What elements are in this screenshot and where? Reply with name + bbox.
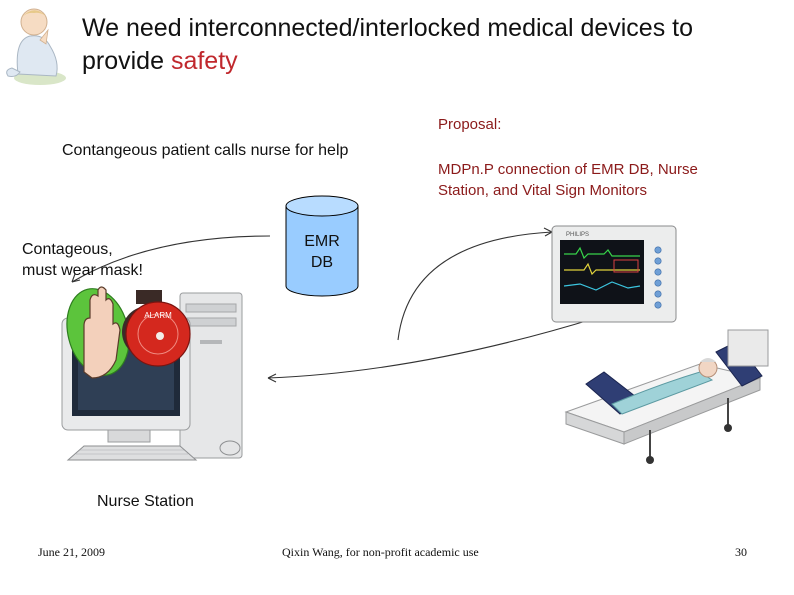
db-label-line-1: EMR	[304, 233, 340, 250]
db-label-line-2: DB	[310, 254, 334, 271]
vital-sign-monitor-icon: PHILIPS	[551, 225, 677, 323]
nurse-station-label: Nurse Station	[97, 493, 194, 510]
title-line-2-prefix: provide	[82, 47, 171, 75]
warning-label-line-1: Contageous,	[22, 241, 113, 258]
praying-child-icon	[6, 8, 66, 85]
warning-label-line-2: must wear mask!	[22, 262, 143, 279]
footer-page-number: 30	[735, 545, 747, 559]
patient-call-label: Contangeous patient calls nurse for help	[62, 142, 349, 159]
alarm-bell-icon: ALARM	[122, 290, 191, 367]
footer-date: June 21, 2009	[38, 545, 105, 559]
monitor-brand: PHILIPS	[566, 232, 589, 238]
slide-title: We need interconnected/interlocked medic…	[82, 12, 782, 78]
title-highlight: safety	[170, 47, 238, 75]
footer-author: Qixin Wang, for non-profit academic use	[282, 545, 479, 559]
proposal-text: MDPn.P connection of EMR DB, Nurse Stati…	[438, 161, 698, 199]
database-icon	[285, 195, 359, 297]
proposal-label: Proposal:	[438, 116, 502, 133]
alarm-label: ALARM	[144, 311, 172, 320]
patient-bed-icon	[564, 329, 769, 464]
title-line-1: We need interconnected/interlocked medic…	[82, 14, 693, 42]
stop-hand-icon	[66, 286, 130, 379]
connection-arrows	[71, 227, 597, 383]
